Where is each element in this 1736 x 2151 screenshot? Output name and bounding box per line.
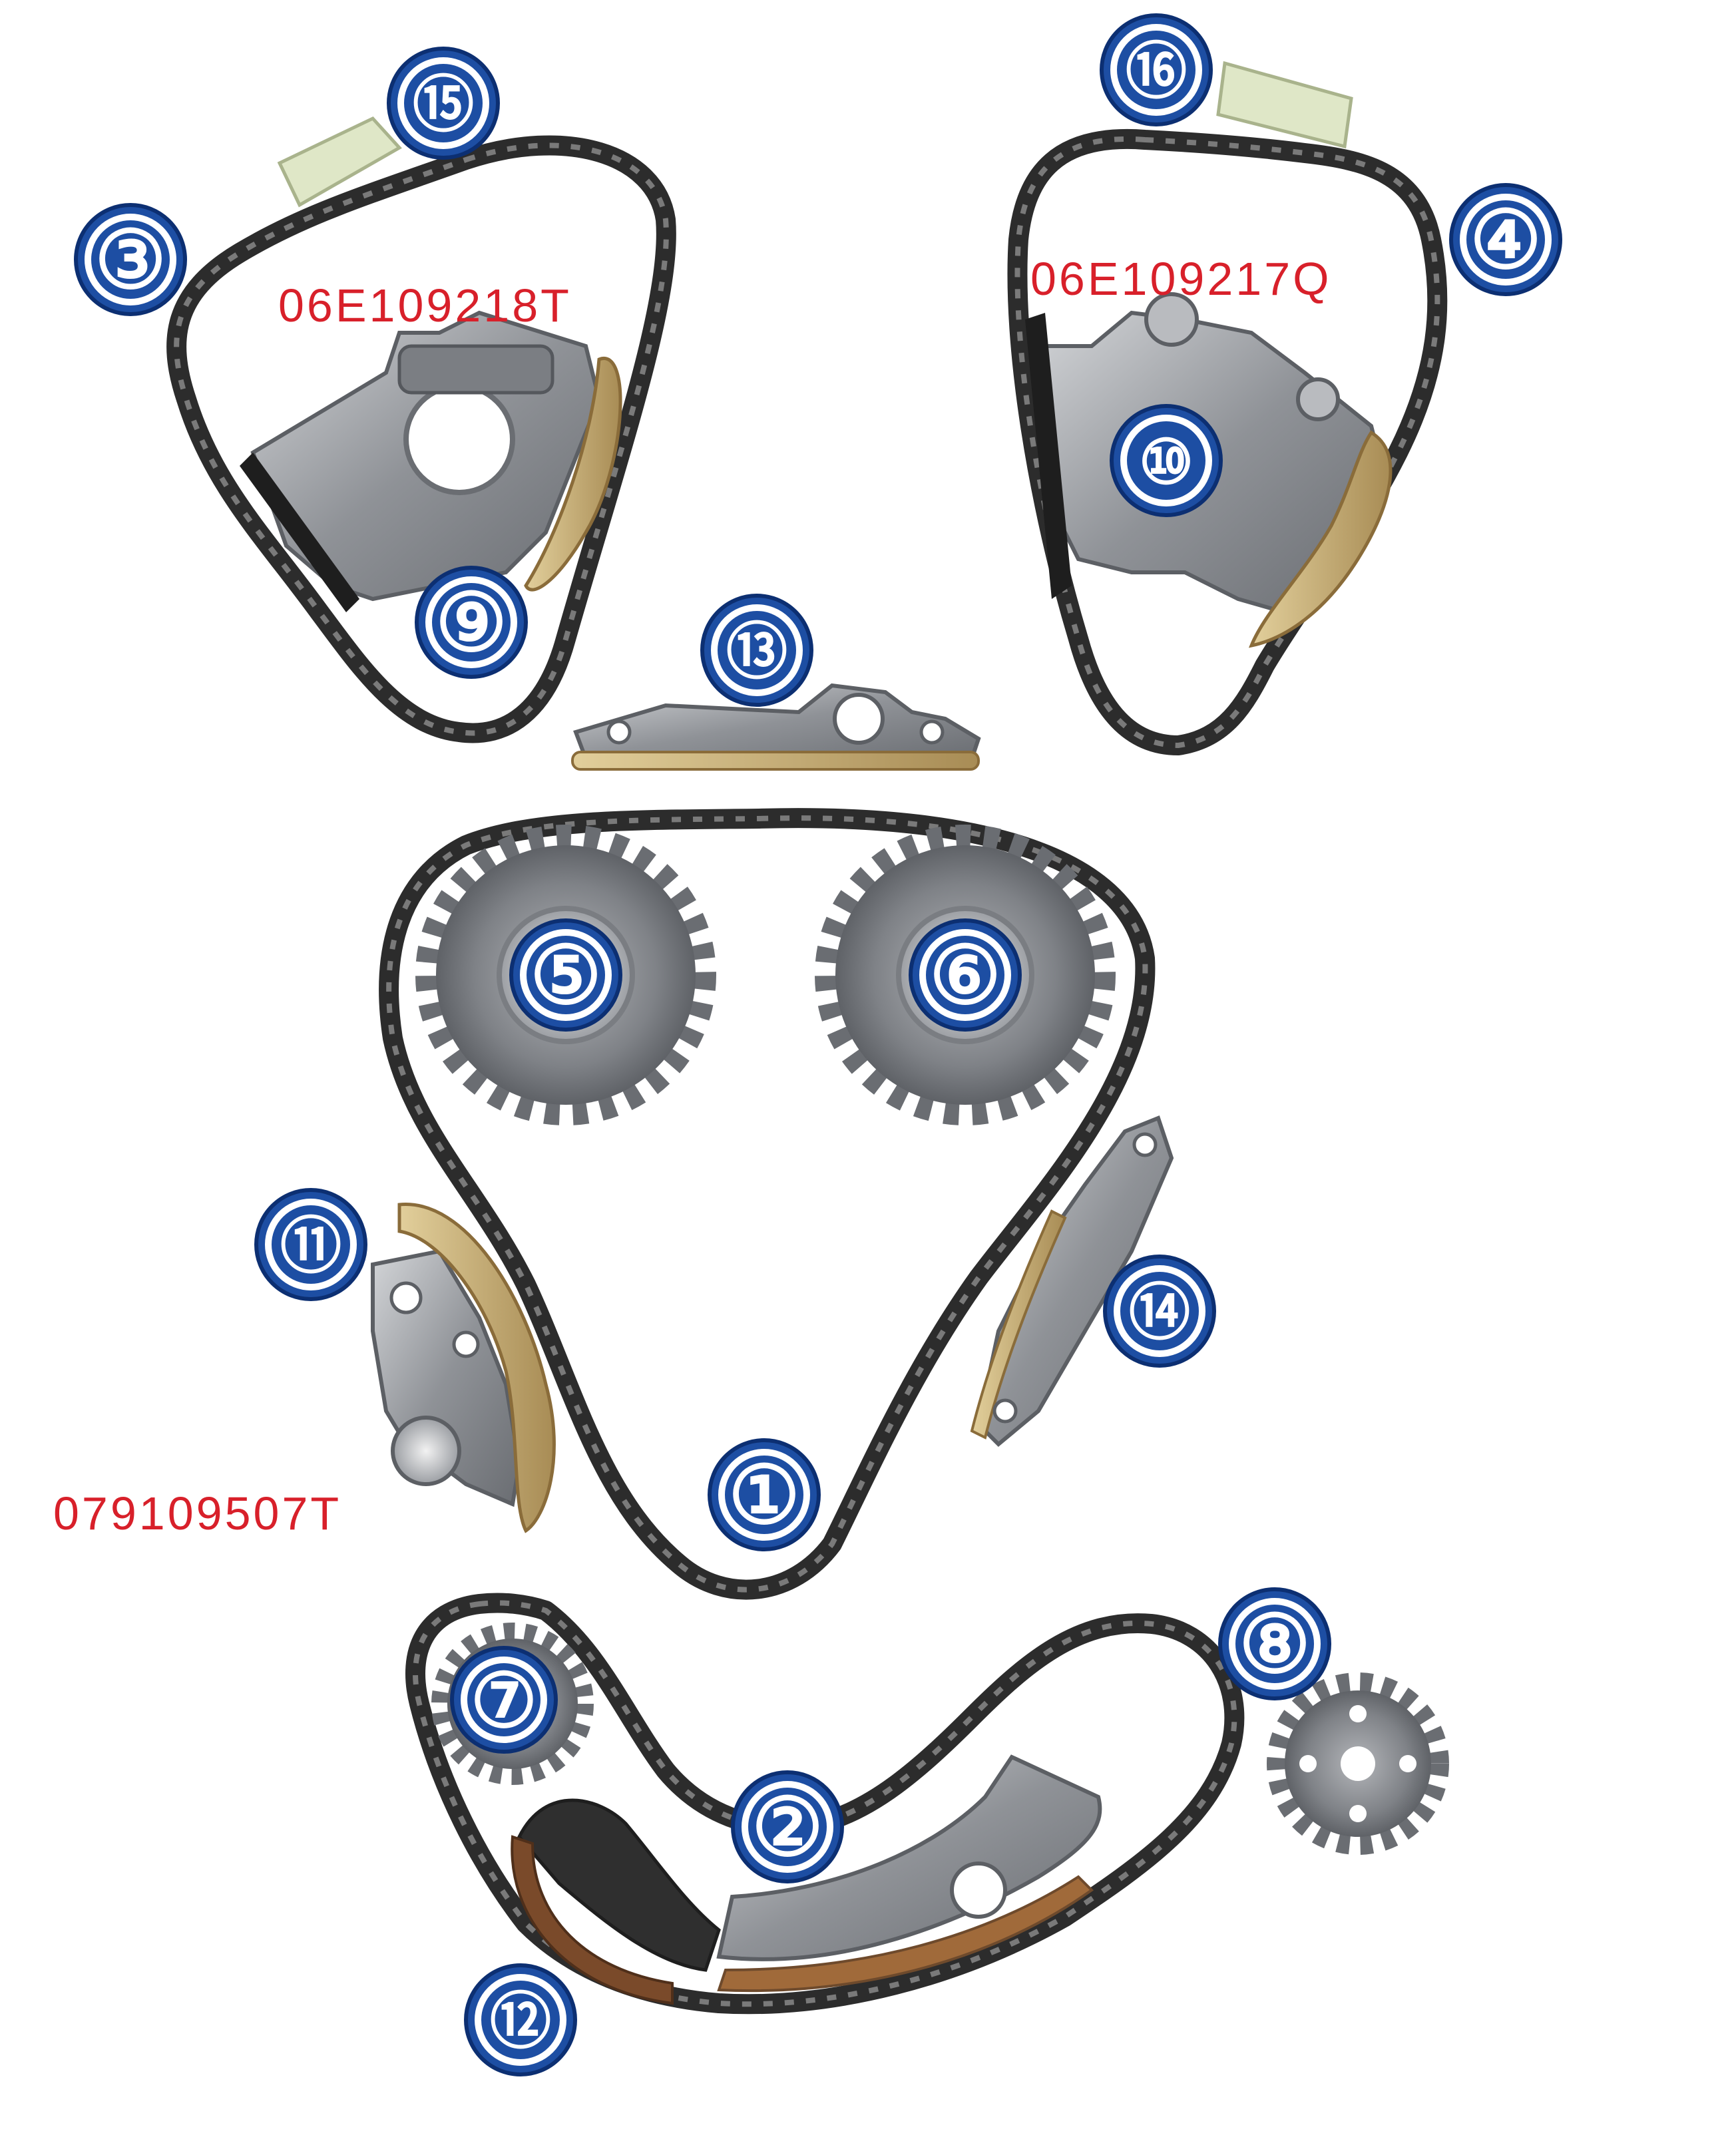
chain-3 bbox=[166, 135, 676, 743]
callout-number-7: ⑦ bbox=[471, 1657, 537, 1744]
callout-number-14: ⑭ bbox=[1129, 1276, 1190, 1348]
callout-number-13: ⑬ bbox=[726, 616, 787, 687]
callout-badge-3: ③ bbox=[74, 203, 187, 316]
part-code-06E109218T: 06E109218T bbox=[278, 280, 572, 331]
callout-number-4: ④ bbox=[1470, 193, 1542, 287]
callout-number-8: ⑧ bbox=[1239, 1597, 1311, 1691]
wear-pad-16 bbox=[1216, 61, 1353, 149]
chain-1 bbox=[379, 808, 1156, 1600]
oil-pump-sprocket-8 bbox=[1267, 1672, 1449, 1855]
wear-pad-15 bbox=[277, 116, 402, 208]
chain-tensioner-11 bbox=[371, 1203, 556, 1533]
callout-badge-1: ① bbox=[708, 1438, 821, 1551]
callout-badge-9: ⑨ bbox=[415, 566, 528, 679]
callout-number-12: ⑫ bbox=[490, 1985, 551, 2057]
callout-badge-11: ⑪ bbox=[254, 1188, 367, 1301]
callout-number-5: ⑤ bbox=[530, 928, 602, 1022]
callout-number-16: ⑯ bbox=[1126, 35, 1187, 107]
callout-badge-13: ⑬ bbox=[700, 594, 813, 707]
callout-badge-10: ⑩ bbox=[1110, 404, 1223, 517]
callout-number-3: ③ bbox=[95, 213, 166, 307]
callout-badge-15: ⑮ bbox=[387, 47, 500, 160]
callout-badge-4: ④ bbox=[1449, 183, 1562, 296]
callout-badge-5: ⑤ bbox=[509, 918, 622, 1032]
chain-2 bbox=[405, 1593, 1245, 2015]
part-code-079109507T: 079109507T bbox=[53, 1487, 341, 1539]
callout-number-2: ② bbox=[752, 1780, 823, 1874]
part-code-06E109217Q: 06E109217Q bbox=[1030, 253, 1332, 305]
guide-rail-13 bbox=[571, 683, 981, 771]
chain-4 bbox=[1007, 128, 1448, 755]
callout-badge-2: ② bbox=[731, 1770, 844, 1883]
callout-badge-8: ⑧ bbox=[1218, 1587, 1331, 1700]
callout-badge-12: ⑫ bbox=[464, 1963, 577, 2076]
callout-badge-7: ⑦ bbox=[450, 1646, 558, 1754]
callout-number-1: ① bbox=[728, 1448, 800, 1542]
callout-number-11: ⑪ bbox=[280, 1210, 341, 1282]
guide-rail-12 bbox=[511, 1754, 1102, 2005]
callout-number-15: ⑮ bbox=[413, 69, 474, 140]
callout-number-9: ⑨ bbox=[435, 576, 507, 670]
tensioner-assembly-9 bbox=[240, 310, 622, 612]
callout-badge-14: ⑭ bbox=[1103, 1255, 1216, 1368]
callout-number-6: ⑥ bbox=[929, 928, 1001, 1022]
guide-rail-14 bbox=[970, 1115, 1174, 1448]
callout-badge-16: ⑯ bbox=[1100, 13, 1213, 126]
callout-number-10: ⑩ bbox=[1139, 426, 1194, 498]
callout-badge-6: ⑥ bbox=[909, 918, 1022, 1032]
